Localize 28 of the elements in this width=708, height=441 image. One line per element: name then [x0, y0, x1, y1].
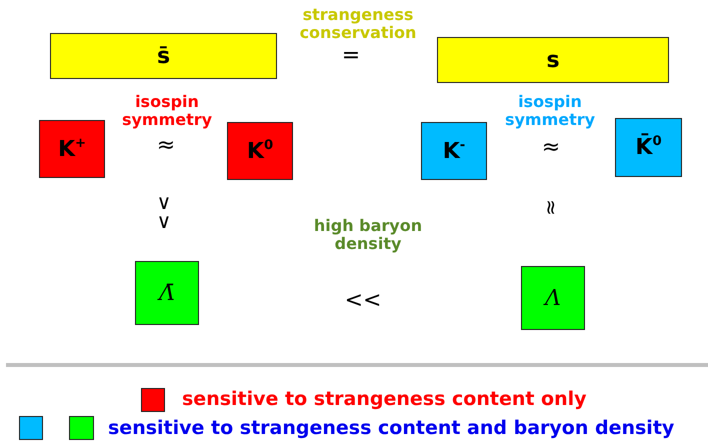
annotation-text: isospin symmetry — [120, 93, 214, 130]
relation-symbol: ≈ — [540, 198, 562, 218]
particle-symbol: K$^{+}$ — [58, 136, 86, 162]
particle-symbol: Λ — [545, 286, 561, 310]
quark-box — [437, 37, 669, 83]
particle-box — [39, 120, 105, 178]
annotation-text: isospin symmetry — [504, 93, 596, 130]
particle-symbol: K̄$^{0}$ — [635, 134, 662, 161]
relation-symbol: ∨ ∨ — [156, 193, 172, 231]
relation-symbol: = — [340, 43, 362, 68]
particle-box — [615, 118, 682, 177]
annotation-text: strangeness conservation — [298, 6, 418, 43]
particle-symbol: K$^{-}$ — [442, 138, 466, 164]
relation-symbol: ≈ — [156, 133, 176, 158]
particle-symbol: s̄ — [156, 44, 170, 68]
particle-box — [227, 122, 293, 180]
quark-box — [50, 33, 277, 79]
legend-text: sensitive to strangeness content and baryon density — [108, 417, 674, 439]
particle-symbol: K$^{0}$ — [246, 138, 274, 164]
legend-text: sensitive to strangeness content only — [182, 388, 587, 410]
annotation-text: high baryon density — [312, 217, 424, 254]
relation-symbol: ≈ — [540, 135, 562, 160]
relation-symbol: << — [344, 288, 382, 314]
particle-box — [521, 266, 585, 330]
particle-box — [421, 122, 487, 180]
particle-symbol: s — [546, 48, 560, 72]
particle-symbol: Λ̄ — [159, 280, 175, 306]
particle-box — [135, 261, 199, 325]
